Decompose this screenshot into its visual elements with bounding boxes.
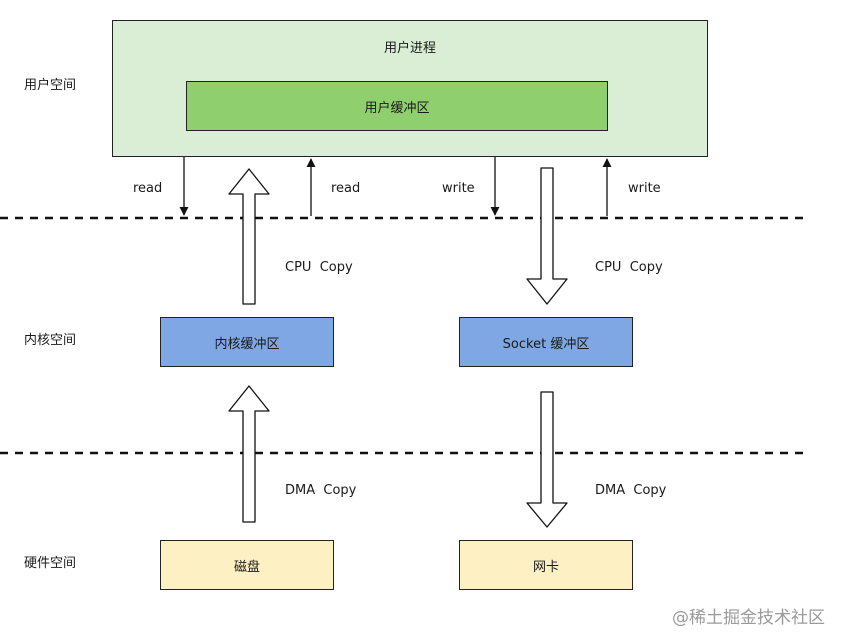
read-call-label: read	[133, 181, 163, 196]
write-call-label: write	[442, 181, 475, 196]
user-buffer-box: 用户缓冲区	[186, 81, 608, 131]
disk-label: 磁盘	[233, 559, 260, 575]
kernel-space-label: 内核空间	[24, 333, 77, 348]
read-return-label: read	[331, 181, 361, 196]
disk-box: 磁盘	[160, 540, 334, 590]
user-space-label: 用户空间	[24, 78, 77, 93]
cpu-copy-write-label: CPU Copy	[595, 260, 663, 275]
hardware-space-label: 硬件空间	[24, 556, 77, 571]
source-watermark: @稀土掘金技术社区	[672, 608, 825, 628]
cpu-copy-down-arrow	[526, 167, 568, 305]
nic-label: 网卡	[532, 559, 559, 575]
dma-copy-write-label: DMA Copy	[595, 483, 667, 498]
kernel-buffer-label: 内核缓冲区	[214, 336, 280, 352]
user-process-label: 用户进程	[383, 41, 436, 56]
nic-box: 网卡	[459, 540, 633, 590]
dma-copy-up-arrow	[228, 385, 270, 523]
write-return-label: write	[628, 181, 661, 196]
socket-buffer-label: Socket 缓冲区	[502, 336, 590, 352]
kernel-buffer-box: 内核缓冲区	[160, 317, 334, 367]
cpu-copy-read-label: CPU Copy	[285, 260, 353, 275]
cpu-copy-up-arrow	[228, 168, 270, 305]
dma-copy-read-label: DMA Copy	[285, 483, 357, 498]
socket-buffer-box: Socket 缓冲区	[459, 317, 633, 367]
user-buffer-label: 用户缓冲区	[364, 100, 430, 116]
dma-copy-down-arrow	[526, 391, 568, 528]
